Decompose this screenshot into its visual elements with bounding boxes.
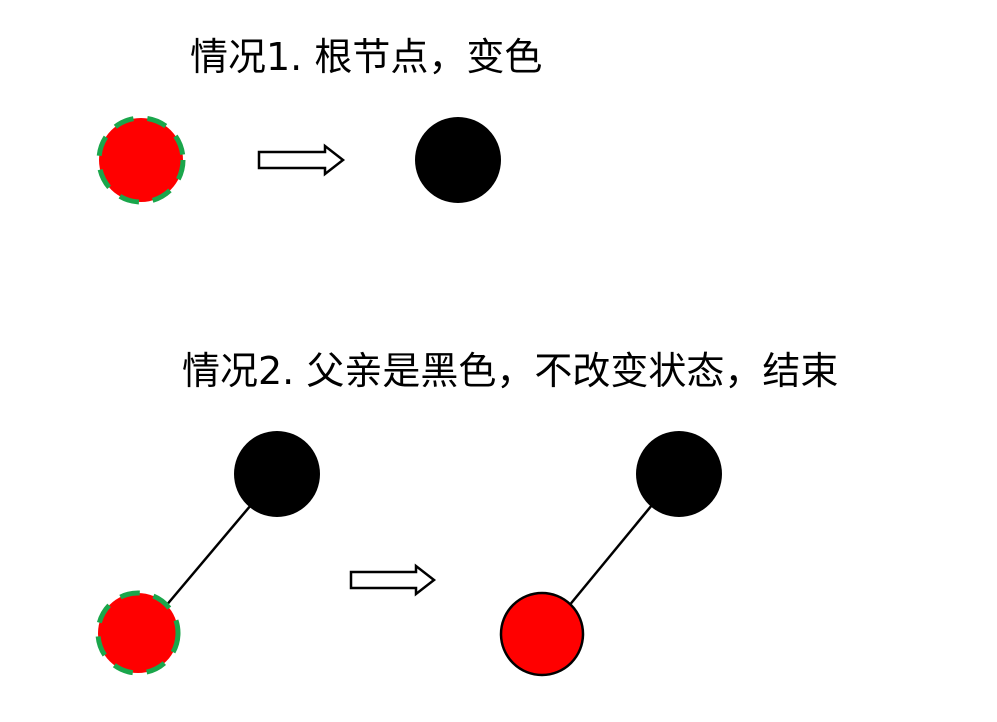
transform-arrow [349,563,437,597]
case-2-before [95,431,320,676]
case-1: 情况1. 根节点，变色 [96,35,542,205]
parent-node [636,431,722,517]
child-node [499,591,585,677]
case-1-before [96,115,186,205]
black-node [415,117,501,203]
tree-edge [164,504,252,608]
child-node [98,593,178,673]
case-2-label: 情况2. 父亲是黑色，不改变状态，结束 [182,349,838,393]
case-1-after [415,117,501,203]
case-2: 情况2. 父亲是黑色，不改变状态，结束 [95,349,838,677]
transform-arrow [257,143,346,177]
red-node [99,118,183,202]
new-node-highlight-ring [96,115,186,205]
tree-edge [567,504,653,608]
new-node-highlight-ring [95,590,181,676]
case-1-label: 情况1. 根节点，变色 [190,35,542,79]
case-2-after [499,431,722,677]
parent-node [234,431,320,517]
